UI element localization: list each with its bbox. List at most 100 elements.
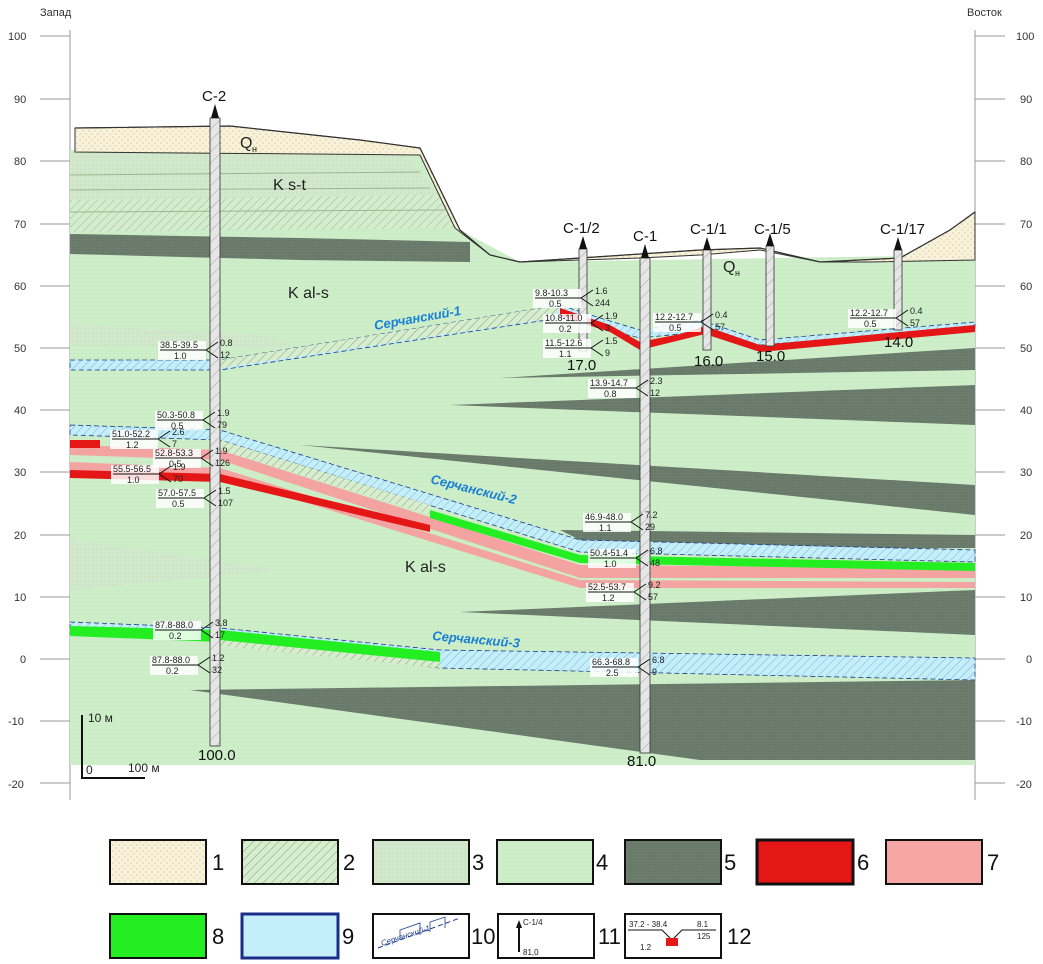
annotation-thickness: 0.5 [864, 319, 877, 329]
west-label: Запад [40, 7, 72, 19]
annotation-thickness: 0.5 [172, 499, 185, 509]
annotation-value-bottom: 57 [910, 318, 920, 328]
legend-num: 11 [598, 924, 621, 949]
annotation-value-top: 3.8 [215, 618, 228, 628]
annotation-value-top: 1.5 [218, 486, 231, 496]
well-c1-1: С-1/1 16.0 [690, 221, 727, 370]
y-tick: 10 [1020, 592, 1032, 604]
stratum-k1al-s-bottom: K al-s [405, 559, 446, 576]
annotation-value-top: 1.9 [605, 311, 618, 321]
legend-num: 3 [472, 850, 484, 875]
y-tick: 30 [1020, 467, 1032, 479]
annotation-interval: 87.8-88.0 [152, 655, 190, 665]
annotation-interval: 12.2-12.7 [655, 312, 693, 322]
well-depth: 16.0 [694, 353, 723, 370]
annotation-thickness: 0.5 [169, 459, 182, 469]
well-depth: 100.0 [198, 747, 236, 764]
annotation-box: 12.2-12.70.50.457 [653, 310, 728, 333]
stratum-k1s-t: K s-t [273, 177, 306, 194]
annotation-box: 50.4-51.41.06.848 [588, 546, 663, 569]
annotation-value-top: 0.8 [220, 338, 233, 348]
annotation-thickness: 0.5 [171, 421, 184, 431]
y-tick: 20 [1020, 530, 1032, 542]
well-name: С-1/5 [754, 221, 791, 238]
y-tick: -10 [1016, 716, 1032, 728]
y-tick: 100 [8, 31, 26, 43]
legend-12-bottom-right: 125 [697, 932, 711, 941]
upper-bands [69, 150, 455, 590]
annotation-box: 12.2-12.70.50.457 [848, 306, 923, 329]
y-tick: 50 [14, 343, 26, 355]
annotation-interval: 55.5-56.5 [113, 464, 151, 474]
legend-swatch-8 [109, 913, 207, 959]
annotation-interval: 10.8-11.0 [545, 313, 582, 323]
interval-annotations: 38.5-39.51.00.81250.3-50.80.51.97951.0-5… [110, 286, 923, 678]
annotation-interval: 11.5-12.6 [545, 338, 582, 348]
annotation-thickness: 0.8 [604, 389, 617, 399]
legend-swatch-9 [240, 912, 340, 960]
annotation-thickness: 1.0 [604, 559, 617, 569]
east-label: Восток [967, 7, 1002, 19]
y-tick: 30 [14, 467, 26, 479]
annotation-value-top: 0.4 [910, 306, 923, 316]
legend-num: 6 [857, 850, 869, 875]
well-c1-2: С-1/2 17.0 [563, 220, 600, 374]
legend-num: 7 [987, 850, 999, 875]
annotation-box: 87.8-88.00.21.232 [150, 653, 225, 676]
annotation-interval: 57.0-57.5 [158, 488, 196, 498]
legend-num: 12 [727, 924, 751, 949]
legend-swatch-3 [372, 839, 470, 885]
annotation-thickness: 1.1 [559, 349, 572, 359]
annotation-value-top: 1.2 [212, 653, 225, 663]
stratum-qh-right-sub: н [735, 268, 740, 278]
annotation-interval: 66.3-68.8 [592, 657, 630, 667]
annotation-interval: 52.8-53.3 [155, 448, 193, 458]
legend-num: 5 [724, 850, 736, 875]
annotation-value-bottom: 57 [648, 592, 658, 602]
annotation-box: 38.5-39.51.00.812 [158, 338, 233, 361]
legend-swatch-2 [241, 839, 339, 885]
legend-num: 1 [212, 850, 224, 875]
legend-swatch-6 [755, 838, 855, 886]
y-tick: -20 [8, 779, 24, 791]
stratum-k1al-s-top: K al-s [288, 285, 329, 302]
scale-horizontal: 100 м [128, 761, 160, 775]
annotation-interval: 52.5-53.7 [588, 582, 626, 592]
y-tick: 40 [1020, 405, 1032, 417]
annotation-value-top: 1.6 [595, 286, 608, 296]
annotation-interval: 38.5-39.5 [160, 340, 198, 350]
legend-swatch-12 [624, 913, 722, 959]
legend-swatch-10 [372, 913, 470, 959]
scale-origin: 0 [86, 763, 93, 777]
annotation-interval: 9.8-10.3 [535, 288, 568, 298]
annotation-value-bottom: 107 [218, 498, 233, 508]
y-tick: -20 [1016, 779, 1032, 791]
well-name: С-1/17 [880, 221, 925, 238]
annotation-interval: 50.3-50.8 [157, 410, 195, 420]
dark-gray-lenses [70, 234, 975, 760]
horizon-2 [69, 424, 976, 588]
annotation-value-top: 1.9 [217, 408, 230, 418]
y-tick: 60 [1020, 281, 1032, 293]
y-tick: 50 [1020, 343, 1032, 355]
stratum-qh-left-sub: н [252, 144, 257, 154]
annotation-value-bottom: 48 [650, 558, 660, 568]
y-tick: 80 [14, 156, 26, 168]
annotation-box: 46.9-48.01.17.229 [583, 510, 658, 533]
well-c1-5: С-1/5 15.0 [754, 221, 791, 365]
annotation-value-bottom: 29 [645, 522, 655, 532]
legend-num: 4 [596, 850, 608, 875]
legend-num: 2 [343, 850, 355, 875]
annotation-value-top: 2.3 [650, 376, 663, 386]
legend-swatch-7 [885, 839, 983, 885]
annotation-box: 66.3-68.82.56.89 [590, 655, 665, 678]
legend-12-bottom-left: 1.2 [640, 943, 652, 952]
annotation-value-bottom: 9 [605, 348, 610, 358]
annotation-thickness: 0.2 [559, 324, 572, 334]
annotation-value-bottom: 7 [172, 439, 177, 449]
annotation-value-bottom: 9 [652, 667, 657, 677]
annotation-thickness: 1.2 [602, 593, 615, 603]
annotation-value-top: 1.9 [215, 446, 228, 456]
